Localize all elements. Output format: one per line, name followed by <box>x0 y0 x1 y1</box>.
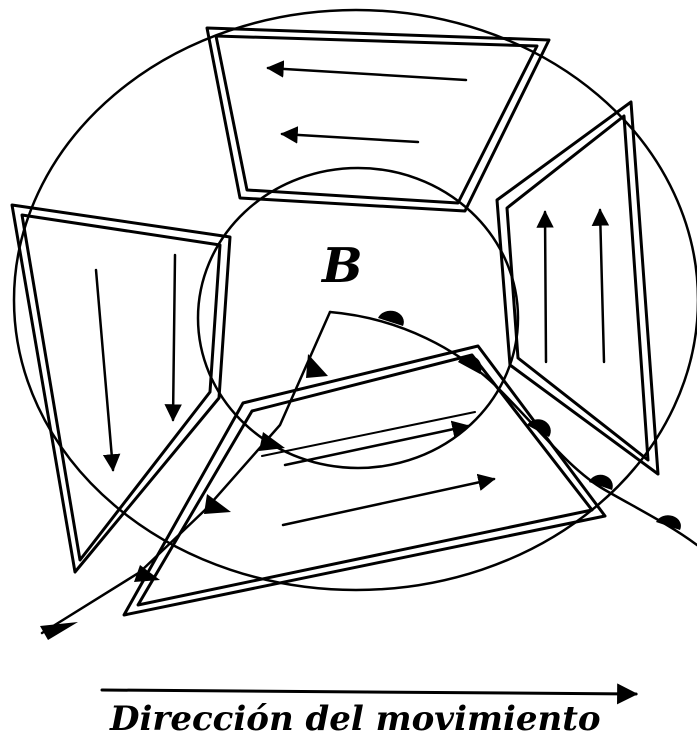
arrow-icon <box>283 479 494 525</box>
arrow-icon <box>282 134 418 142</box>
arrow-icon <box>268 68 466 80</box>
triangle-marker-icon <box>40 622 78 640</box>
arrow-icon <box>173 255 175 420</box>
center-label: B <box>320 238 363 294</box>
caption: Dirección del movimiento <box>109 699 601 735</box>
bottom-panel <box>124 346 605 615</box>
dot-marker-icon <box>458 355 482 374</box>
warm-front-line <box>330 311 697 545</box>
triangle-marker-icon <box>306 354 328 378</box>
arrow-icon <box>545 212 546 362</box>
dot-marker-icon <box>527 419 551 437</box>
arrow-icon <box>96 270 113 470</box>
arrow-icon <box>600 210 604 362</box>
top-panel <box>207 28 549 211</box>
dot-marker-icon <box>656 515 681 530</box>
direction-arrow-icon <box>102 690 636 694</box>
